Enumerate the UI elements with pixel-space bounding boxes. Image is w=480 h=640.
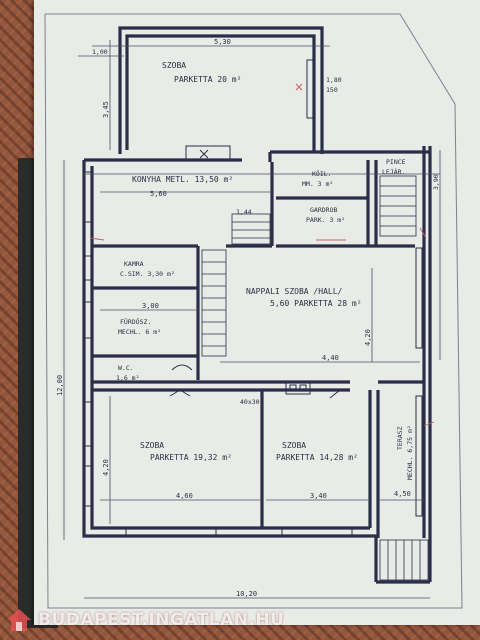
paper-sheet [34,0,480,625]
dim-hall-width: 4,40 [322,354,339,362]
room-furdo-floor: MECHL. 6 m² [118,328,161,336]
room-kamra-name: KAMRA [124,260,144,268]
dim-overall-width: 10,20 [236,590,257,598]
dim-bm-width: 3,40 [310,492,327,500]
room-terasz-floor: MECHL. 6,75 m² [406,425,414,480]
dim-top-height: 3,45 [102,101,110,118]
room-koil-floor: MM. 3 m² [302,180,333,188]
dim-kitchen-width: 5,60 [150,190,167,198]
room-koil-name: KÖIL. [312,169,332,178]
pencil-marks [89,83,435,427]
dim-overall-height: 12,00 [56,375,64,396]
dimension-lines [63,40,441,599]
room-kamra-floor: C.SIM. 3,30 m² [120,270,175,278]
dim-stair-width: 1,44 [236,208,252,216]
room-hall-name: NAPPALI SZOBA /HALL/ [246,287,343,296]
dim-bl-height: 4,20 [102,459,110,476]
room-terasz-name: TERASZ [396,426,404,450]
room-pince-name: PINCE [386,158,406,166]
house-logo-icon [7,609,31,631]
room-wc-name: W.C. [118,364,134,372]
stairs [201,175,429,581]
fixtures [169,145,341,399]
dim-left-offset: 1,00 [92,48,108,56]
room-szoba-bm-floor: PARKETTA 14,28 m² [276,453,358,462]
room-hall-floor: 5,60 PARKETTA 28 m² [270,299,362,308]
watermark: BUDAPEST.INGATLAN.HU [0,604,306,636]
room-szoba-bl-name: SZOBA [140,441,164,450]
windows [84,59,423,536]
room-szoba-bl-floor: PARKETTA 19,32 m² [150,453,232,462]
room-gardrob-name: GARDROB [310,206,337,214]
room-szoba-bm-name: SZOBA [282,441,306,450]
walls [82,26,432,584]
dim-window-right-b: 150 [326,86,338,94]
dim-terrace-width: 4,50 [394,490,411,498]
dim-hall-height: 4,20 [364,329,372,346]
dim-bath-width: 3,00 [142,302,159,310]
room-gardrob-floor: PARK. 3 m² [306,216,345,224]
room-szoba-top-name: SZOBA [162,61,186,70]
watermark-text: BUDAPEST.INGATLAN.HU [38,610,285,630]
dim-chimney: 40x30 [240,398,260,406]
room-furdo-name: FÜRDŐSZ. [120,317,151,326]
dim-bl-width: 4,60 [176,492,193,500]
dim-window-right: 1,80 [326,76,342,84]
dim-right: 3,90 [432,174,440,190]
room-konyha-name: KONYHA METL. 13,50 m² [132,175,233,184]
room-szoba-top-floor: PARKETTA 20 m² [174,75,241,84]
drawing-frame [44,13,463,609]
room-wc-floor: 1,6 m² [116,374,139,382]
dim-top-width: 5,30 [214,38,231,46]
room-pince-sub: LEJÁR. [382,167,405,176]
